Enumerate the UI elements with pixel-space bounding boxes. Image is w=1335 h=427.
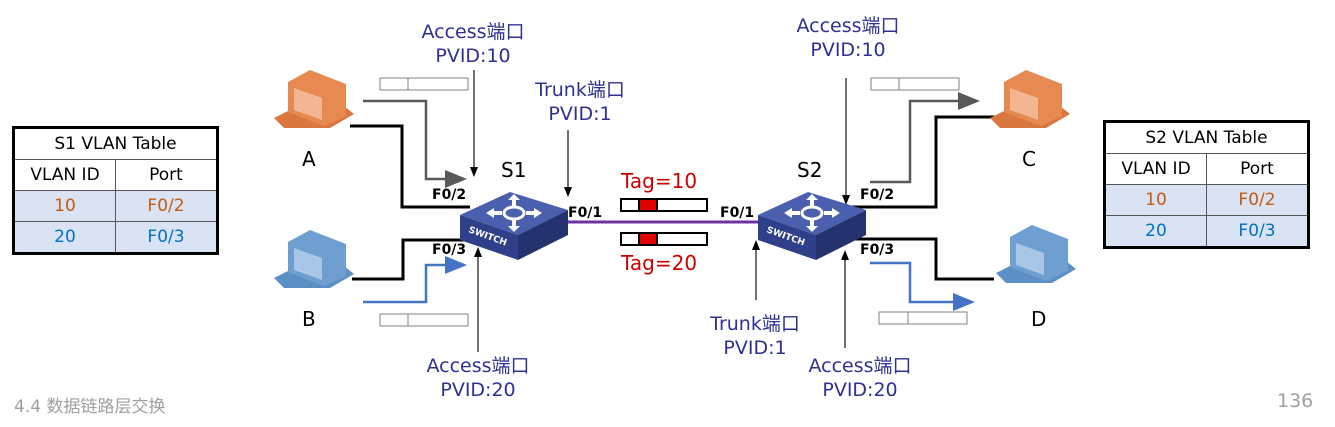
frame-flow-c-arrow [870, 92, 980, 184]
annotation-s2-access-top: Access端口 PVID:10 [796, 15, 899, 61]
annotation-s1-trunk: Trunk端口 PVID:1 [534, 79, 625, 125]
s1-vlan-table: S1 VLAN Table VLAN ID Port 10 F0/2 20 F0… [12, 126, 219, 255]
table-title: S1 VLAN Table [13, 127, 218, 160]
switch-s1[interactable]: SWITCH [460, 192, 568, 260]
vlan-id-cell: 10 [1104, 184, 1207, 216]
frame-flow-a-arrow [363, 99, 467, 188]
host-a-label: A [302, 147, 316, 171]
untagged-frame-c [870, 77, 960, 91]
port-s1-f01: F0/1 [568, 205, 602, 221]
svg-text:PVID:10: PVID:10 [810, 39, 885, 61]
switch-arrows-icon [486, 194, 542, 232]
switch-s2-label: S2 [797, 158, 822, 182]
vlan-id-cell: 10 [13, 190, 116, 222]
svg-text:Access端口: Access端口 [426, 355, 529, 377]
port-cell: F0/2 [115, 190, 218, 222]
port-s2-f02: F0/2 [860, 187, 894, 203]
host-c-label: C [1022, 147, 1036, 171]
column-header-port: Port [1206, 153, 1309, 185]
vlan-id-cell: 20 [13, 221, 116, 254]
cable-b-s1 [352, 238, 470, 281]
annotation-s1-access-top: Access端口 PVID:10 [421, 21, 524, 67]
port-s2-f01: F0/1 [720, 205, 754, 221]
svg-text:Access端口: Access端口 [421, 21, 524, 43]
untagged-frame-b [379, 313, 469, 327]
annotation-s2-trunk: Trunk端口 PVID:1 [709, 313, 800, 359]
port-s1-f03: F0/3 [432, 242, 466, 258]
host-d-pc-icon[interactable] [996, 225, 1076, 283]
svg-text:PVID:1: PVID:1 [723, 337, 786, 359]
table-title: S2 VLAN Table [1104, 121, 1309, 154]
svg-text:Access端口: Access端口 [796, 15, 899, 37]
column-header-vlan-id: VLAN ID [1104, 153, 1207, 185]
vlan-id-cell: 20 [1104, 215, 1207, 248]
port-s1-f02: F0/2 [432, 187, 466, 203]
svg-text:PVID:1: PVID:1 [548, 103, 611, 125]
table-row: 10 F0/2 [13, 190, 218, 222]
tag-label-10: Tag=10 [620, 169, 697, 193]
svg-text:PVID:20: PVID:20 [440, 379, 515, 401]
port-cell: F0/3 [1206, 215, 1309, 248]
host-a-pc-icon[interactable] [274, 70, 354, 128]
untagged-frame-d [878, 311, 968, 325]
svg-text:PVID:10: PVID:10 [435, 45, 510, 67]
tag-label-20: Tag=20 [620, 251, 697, 275]
port-cell: F0/3 [115, 221, 218, 254]
cable-s2-c [845, 115, 996, 209]
svg-text:PVID:20: PVID:20 [822, 379, 897, 401]
port-s2-f03: F0/3 [860, 242, 894, 258]
untagged-frame-a [379, 77, 469, 91]
table-row: 10 F0/2 [1104, 184, 1309, 216]
frame-flow-b-arrow [363, 256, 467, 304]
cable-a-s1 [350, 124, 470, 209]
svg-text:Trunk端口: Trunk端口 [534, 79, 625, 101]
tagged-frame-10 [620, 198, 708, 212]
switch-arrows-icon [784, 194, 840, 232]
annotation-s1-access-bottom: Access端口 PVID:20 [426, 355, 529, 401]
annotation-s2-access-bottom: Access端口 PVID:20 [808, 355, 911, 401]
switch-s2[interactable]: SWITCH [758, 192, 866, 260]
column-header-port: Port [115, 159, 218, 191]
cable-s2-d [845, 237, 994, 281]
svg-text:Trunk端口: Trunk端口 [709, 313, 800, 335]
host-c-pc-icon[interactable] [990, 70, 1070, 128]
tagged-frame-20 [620, 232, 708, 246]
host-b-pc-icon[interactable] [274, 230, 354, 288]
svg-text:Access端口: Access端口 [808, 355, 911, 377]
table-row: 20 F0/3 [1104, 215, 1309, 248]
page-number: 136 [1277, 390, 1314, 412]
host-d-label: D [1031, 307, 1046, 331]
port-cell: F0/2 [1206, 184, 1309, 216]
frame-flow-d-arrow [870, 261, 975, 311]
s2-vlan-table: S2 VLAN Table VLAN ID Port 10 F0/2 20 F0… [1103, 120, 1310, 249]
switch-s1-label: S1 [501, 158, 526, 182]
table-row: 20 F0/3 [13, 221, 218, 254]
host-b-label: B [302, 307, 316, 331]
column-header-vlan-id: VLAN ID [13, 159, 116, 191]
footer-section-title: 4.4 数据链路层交换 [14, 397, 166, 417]
